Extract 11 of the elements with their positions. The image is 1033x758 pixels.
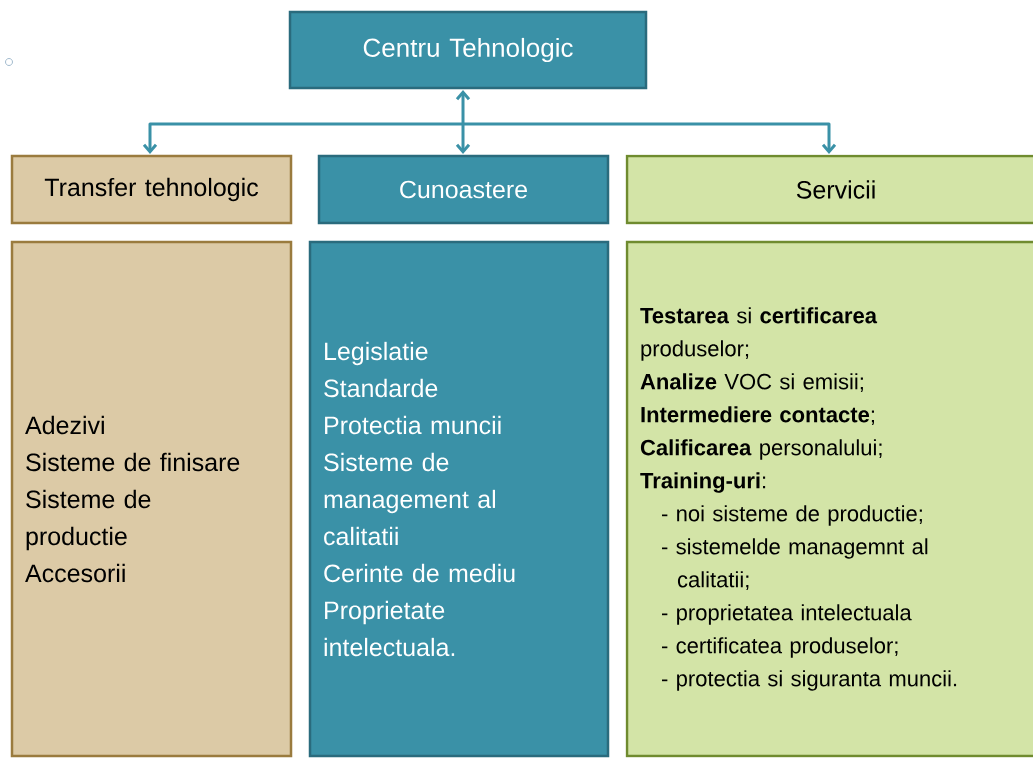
- header-box: Transfer tehnologic: [10, 154, 293, 225]
- header-box: Servicii: [625, 154, 1033, 225]
- title-box: Centru Tehnologic: [288, 10, 648, 90]
- content-box: Legislatie Standarde Protectia muncii Sisteme de management al calitatii Cerinte de mediu Proprietate intelectuala.: [308, 240, 610, 758]
- content-box: Adezivi Sisteme de finisare Sisteme de productie Accesorii: [10, 240, 293, 758]
- arrow: [455, 124, 471, 154]
- arrow: [463, 122, 837, 154]
- arrow: [142, 122, 463, 154]
- arrow: [455, 90, 471, 125]
- content-box: Testarea si certificarea produselor; Analize VOC si emisii; Intermediere contacte; Calificarea personalului; Training-uri: - noi sisteme de productie; - sistemelde managemnt al calitatii; - proprietatea intelectuala - certificatea produselor; - protectia si siguranta muncii.: [625, 240, 1033, 758]
- header-box: Cunoastere: [317, 154, 610, 225]
